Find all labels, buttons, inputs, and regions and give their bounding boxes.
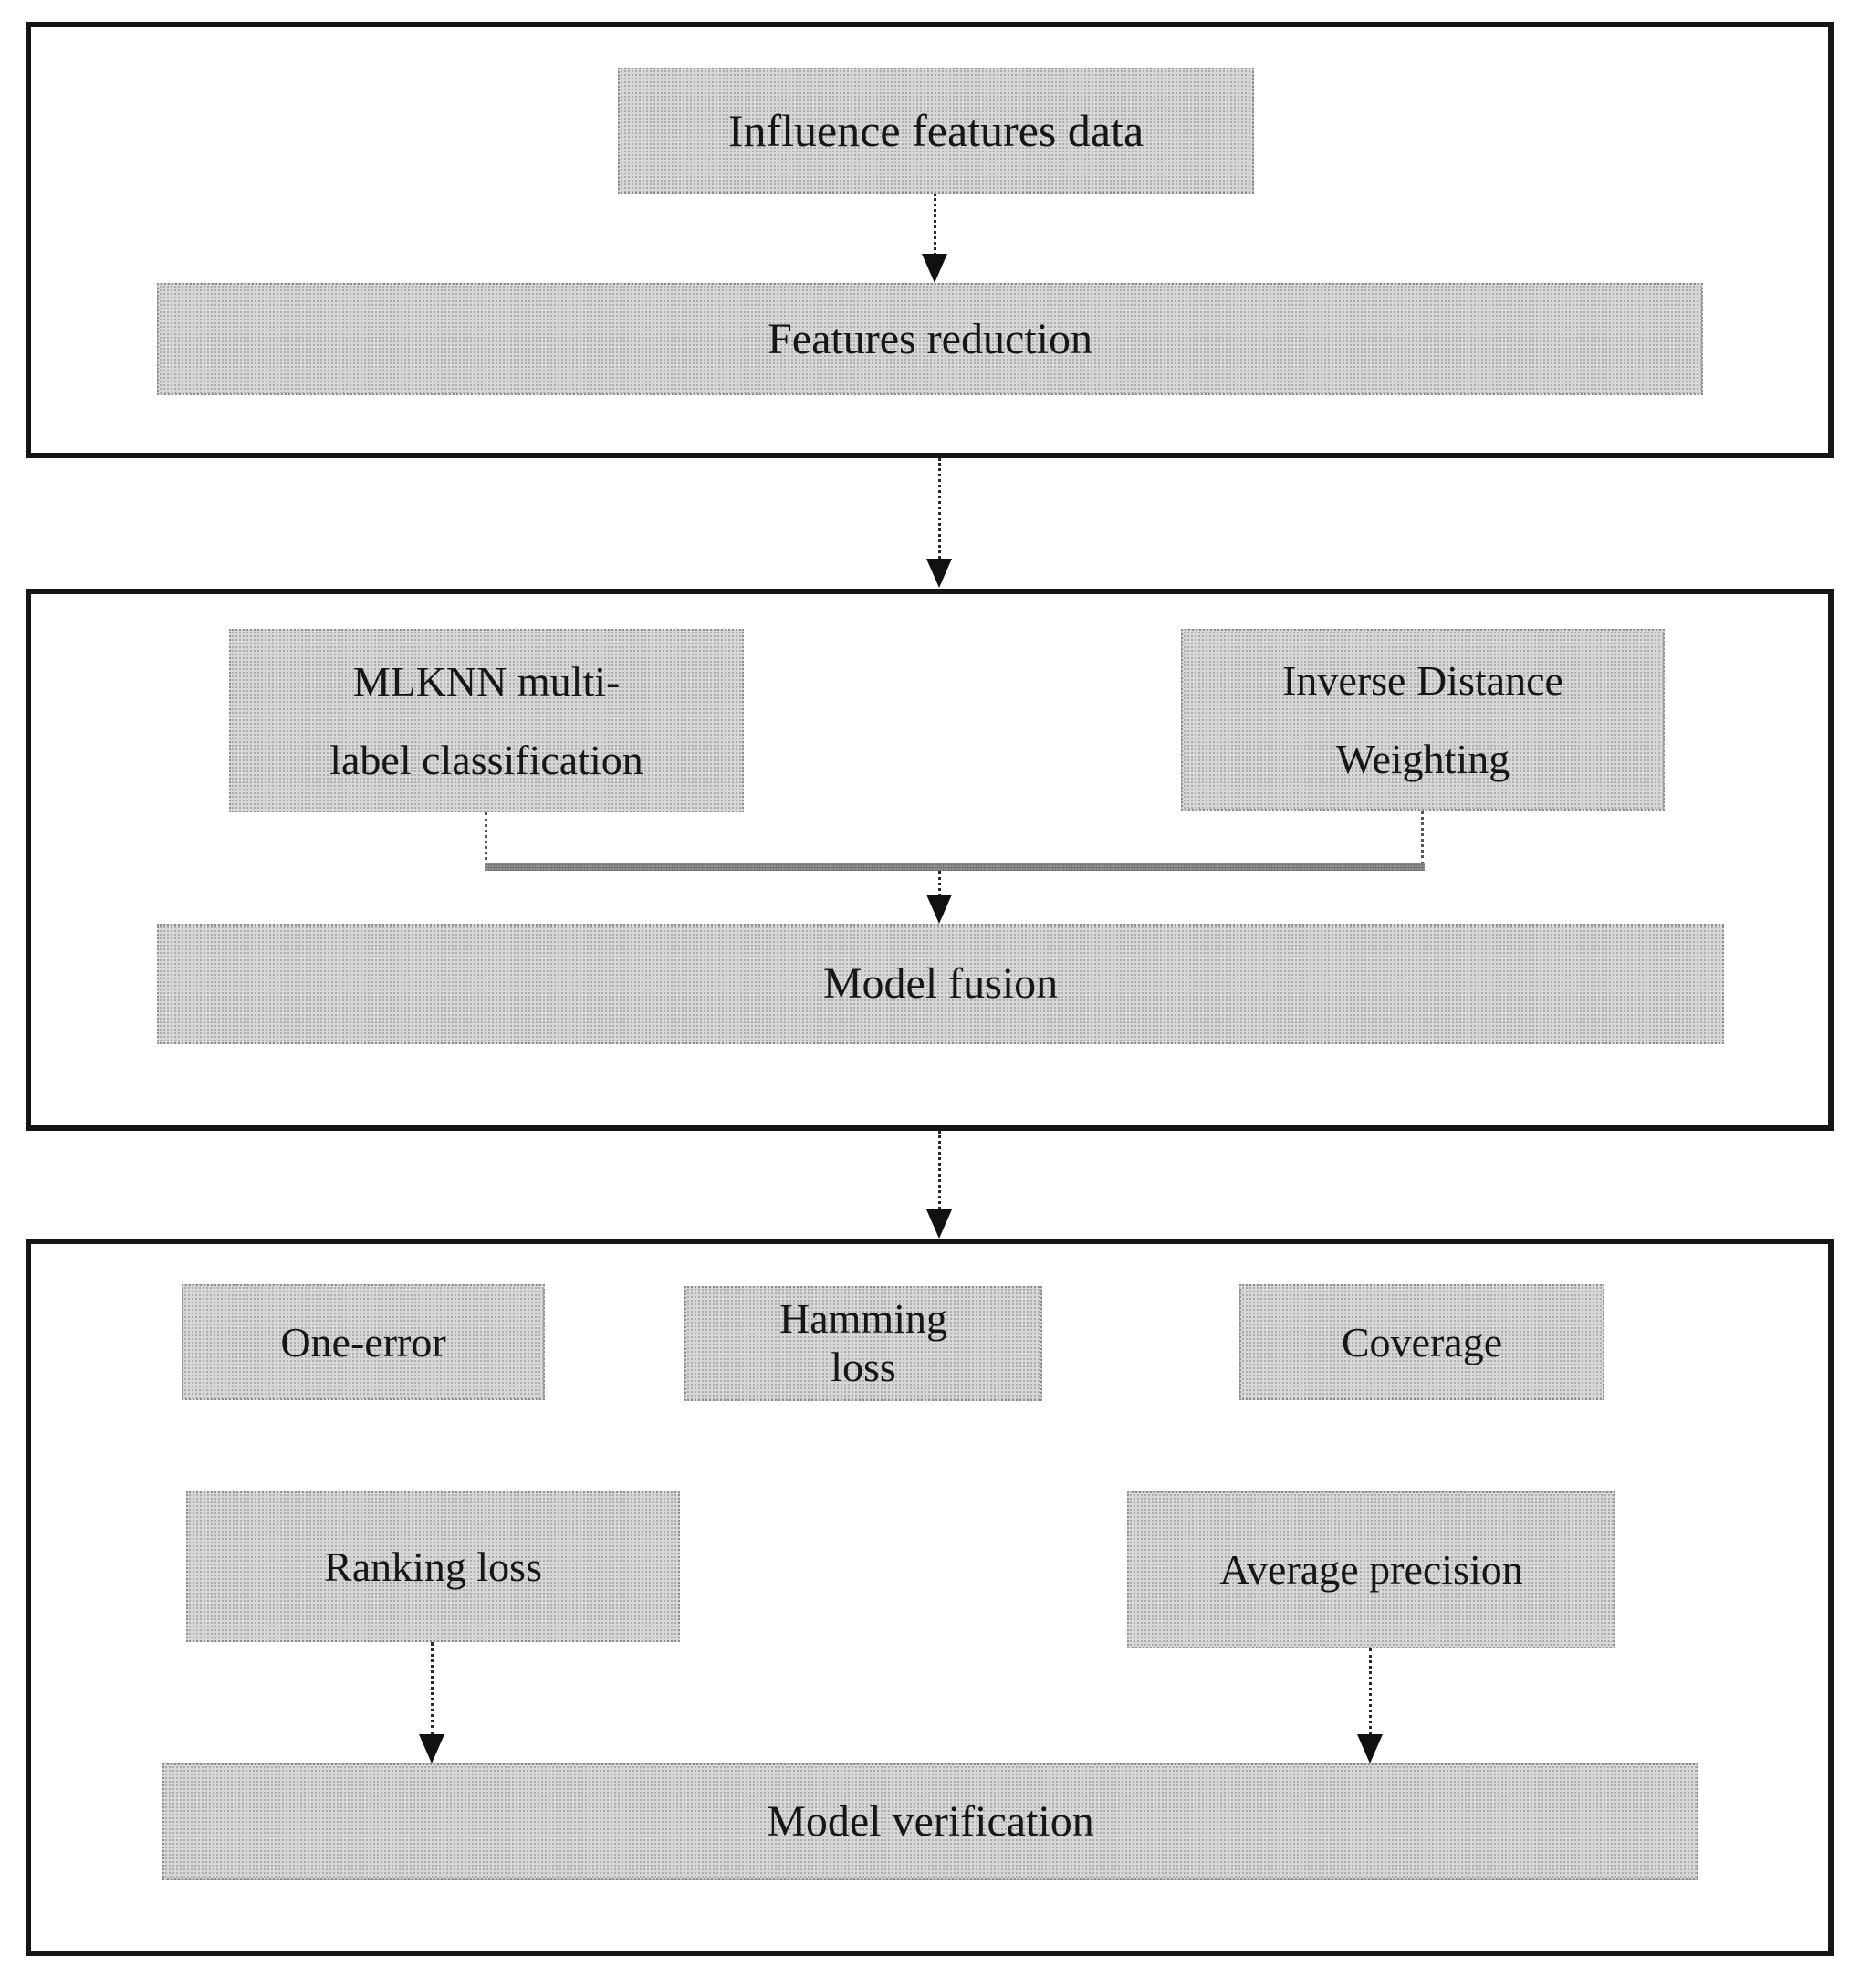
node-label: Influence features data — [727, 105, 1144, 156]
arrow-ranking-loss-to-model-verification-stem — [431, 1642, 434, 1735]
connector-join-line — [485, 863, 1425, 871]
node-one-error: One-error — [182, 1284, 545, 1400]
node-label-line-2: Weighting — [1335, 735, 1510, 782]
node-label: Average precision — [1219, 1546, 1523, 1594]
node-label-line-1: Inverse Distance — [1282, 657, 1563, 705]
node-label-line-1: MLKNN multi- — [352, 658, 621, 706]
node-ranking-loss: Ranking loss — [186, 1491, 680, 1642]
arrow-stage1-to-stage2-stem — [938, 458, 941, 559]
arrowhead-down-icon — [926, 1209, 952, 1239]
arrowhead-down-icon — [926, 559, 952, 588]
node-label-line-1: Hamming — [779, 1295, 947, 1343]
arrow-join-to-model-fusion-stem — [938, 871, 941, 896]
connector-idw-stub — [1421, 811, 1424, 865]
arrow-stage2-to-stage3-stem — [938, 1131, 941, 1209]
arrowhead-down-icon — [926, 895, 952, 924]
arrowhead-down-icon — [922, 254, 947, 283]
arrowhead-down-icon — [1357, 1734, 1383, 1763]
node-model-fusion: Model fusion — [157, 924, 1724, 1044]
node-label: Model verification — [767, 1797, 1094, 1847]
node-average-precision: Average precision — [1127, 1491, 1615, 1648]
node-label-line-2: loss — [831, 1344, 896, 1390]
node-label: Ranking loss — [324, 1543, 542, 1590]
node-features-reduction: Features reduction — [157, 283, 1703, 395]
node-inverse-distance-weighting: Inverse Distance Weighting — [1181, 629, 1665, 811]
node-hamming-loss: Hamming loss — [684, 1286, 1042, 1401]
connector-mlknn-stub — [485, 812, 487, 865]
node-coverage: Coverage — [1239, 1284, 1604, 1400]
node-label-line-2: label classification — [329, 736, 643, 783]
node-model-verification: Model verification — [162, 1763, 1698, 1880]
node-label: Model fusion — [822, 959, 1059, 1009]
arrow-average-precision-to-model-verification-stem — [1369, 1648, 1372, 1735]
node-influence-features-data: Influence features data — [618, 68, 1254, 194]
node-label: One-error — [280, 1318, 446, 1365]
node-label: Coverage — [1341, 1318, 1503, 1365]
node-label: Features reduction — [768, 314, 1092, 363]
node-mlknn-multi-label-classification: MLKNN multi- label classification — [229, 629, 744, 812]
arrow-influence-to-features-reduction-stem — [934, 194, 936, 256]
arrowhead-down-icon — [419, 1734, 444, 1763]
